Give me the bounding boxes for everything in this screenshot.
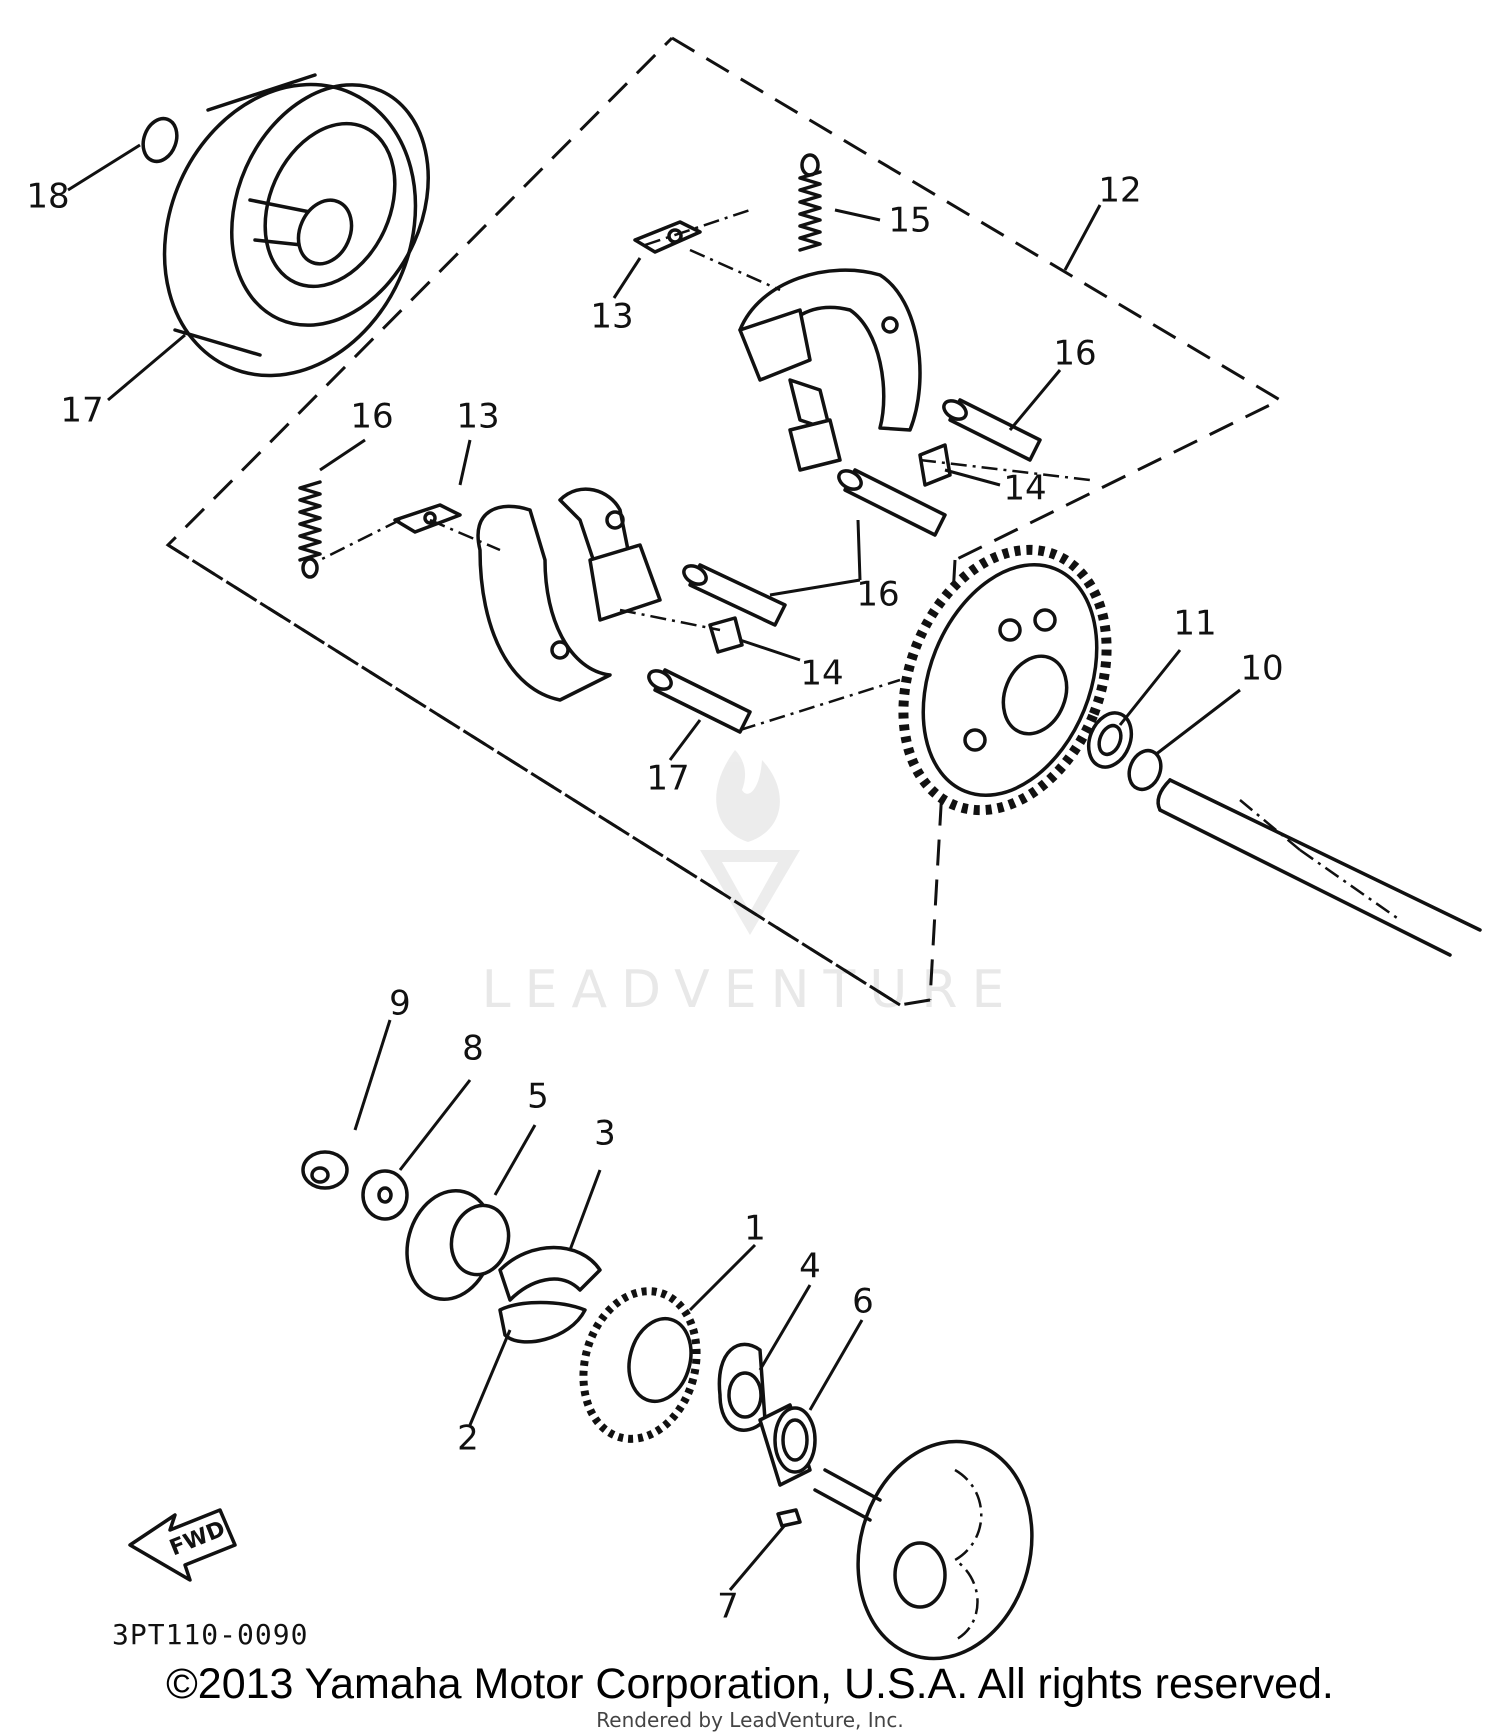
pin-d bbox=[647, 668, 752, 734]
plate-4 bbox=[717, 1342, 767, 1432]
spring-upper bbox=[798, 153, 822, 252]
part-label-6: 6 bbox=[852, 1282, 874, 1322]
part-label-7: 7 bbox=[717, 1587, 739, 1627]
leader-15a bbox=[834, 208, 881, 222]
circlip-10 bbox=[1127, 748, 1163, 792]
pin-b bbox=[837, 468, 947, 537]
part-label-16c: 17 bbox=[646, 759, 689, 799]
part-label-14a: 14 bbox=[1003, 469, 1046, 509]
leader-6 bbox=[808, 1319, 864, 1411]
watermark-logo-icon bbox=[700, 750, 800, 935]
leader-16a bbox=[1008, 369, 1062, 431]
part-label-17: 17 bbox=[60, 391, 103, 431]
part-label-3: 3 bbox=[594, 1114, 616, 1154]
collar-upper bbox=[788, 418, 952, 487]
pin-c bbox=[682, 563, 787, 627]
part-label-2: 2 bbox=[457, 1419, 479, 1459]
leader-7 bbox=[728, 1524, 787, 1591]
washer-11 bbox=[1086, 711, 1134, 769]
part-label-9: 9 bbox=[389, 984, 411, 1024]
assembly-guide-lines bbox=[319, 208, 1091, 732]
leader-17 bbox=[107, 333, 186, 402]
part-label-13a: 13 bbox=[590, 297, 633, 337]
leader-16b bbox=[769, 519, 862, 597]
leader-15b bbox=[319, 438, 366, 472]
part-label-8: 8 bbox=[462, 1029, 484, 1069]
leader-10 bbox=[1154, 688, 1241, 757]
leader-18 bbox=[67, 143, 141, 192]
leader-4 bbox=[758, 1284, 812, 1371]
clutch-shoe-upper bbox=[738, 268, 922, 432]
leader-8 bbox=[398, 1079, 472, 1171]
leader-12 bbox=[1063, 204, 1102, 271]
part-label-4: 4 bbox=[799, 1247, 821, 1287]
weight-3 bbox=[498, 1245, 602, 1302]
leader-11 bbox=[1118, 649, 1182, 726]
part-label-15b: 16 bbox=[350, 397, 393, 437]
leader-1 bbox=[688, 1243, 757, 1312]
leader-3 bbox=[568, 1169, 602, 1251]
watermark: LEADVENTURE bbox=[481, 960, 1019, 1020]
clutch-shoe-lower bbox=[476, 487, 662, 702]
crankshaft-web bbox=[813, 1439, 1034, 1661]
leader-13b bbox=[458, 439, 472, 486]
part-label-14b: 14 bbox=[800, 654, 843, 694]
part-label-1: 1 bbox=[744, 1209, 766, 1249]
part-label-12: 12 bbox=[1098, 171, 1141, 211]
nut-lower bbox=[708, 616, 744, 654]
driven-gear bbox=[898, 544, 1112, 816]
primary-gear-1 bbox=[579, 1287, 701, 1443]
starter-boss-5 bbox=[405, 1189, 511, 1301]
bearing-6 bbox=[758, 1403, 817, 1487]
leader-2 bbox=[468, 1329, 512, 1426]
part-label-13b: 13 bbox=[456, 397, 499, 437]
forward-arrow-icon: FWD bbox=[128, 1508, 237, 1582]
clip-lower bbox=[393, 503, 462, 534]
weight-2 bbox=[498, 1300, 587, 1344]
spring-lower bbox=[298, 480, 322, 579]
part-label-10: 10 bbox=[1240, 649, 1283, 689]
part-label-16a: 16 bbox=[1053, 334, 1096, 374]
part-label-11: 11 bbox=[1173, 604, 1216, 644]
part-label-18: 18 bbox=[26, 177, 69, 217]
nut-9 bbox=[301, 1150, 349, 1190]
key-7 bbox=[776, 1508, 802, 1528]
leader-9 bbox=[353, 1019, 392, 1131]
leader-14b bbox=[739, 638, 801, 662]
circlip bbox=[141, 116, 179, 164]
clutch-housing bbox=[162, 73, 430, 378]
leader-14a bbox=[944, 468, 1001, 487]
copyright-notice: ©2013 Yamaha Motor Corporation, U.S.A. A… bbox=[166, 1660, 1334, 1708]
part-label-15a: 15 bbox=[888, 201, 931, 241]
leader-13a bbox=[612, 257, 642, 299]
rendered-by-note: Rendered by LeadVenture, Inc. bbox=[596, 1708, 904, 1732]
drive-shaft bbox=[1156, 778, 1482, 957]
part-label-5: 5 bbox=[527, 1077, 549, 1117]
leader-5 bbox=[493, 1124, 537, 1196]
part-label-16b: 16 bbox=[856, 575, 899, 615]
pin-a bbox=[942, 398, 1042, 462]
diagram-code: 3PT110-0090 bbox=[112, 1618, 309, 1651]
washer-8 bbox=[361, 1169, 409, 1221]
assembly-boundary-lower bbox=[167, 543, 901, 1007]
leader-16c bbox=[668, 719, 702, 761]
